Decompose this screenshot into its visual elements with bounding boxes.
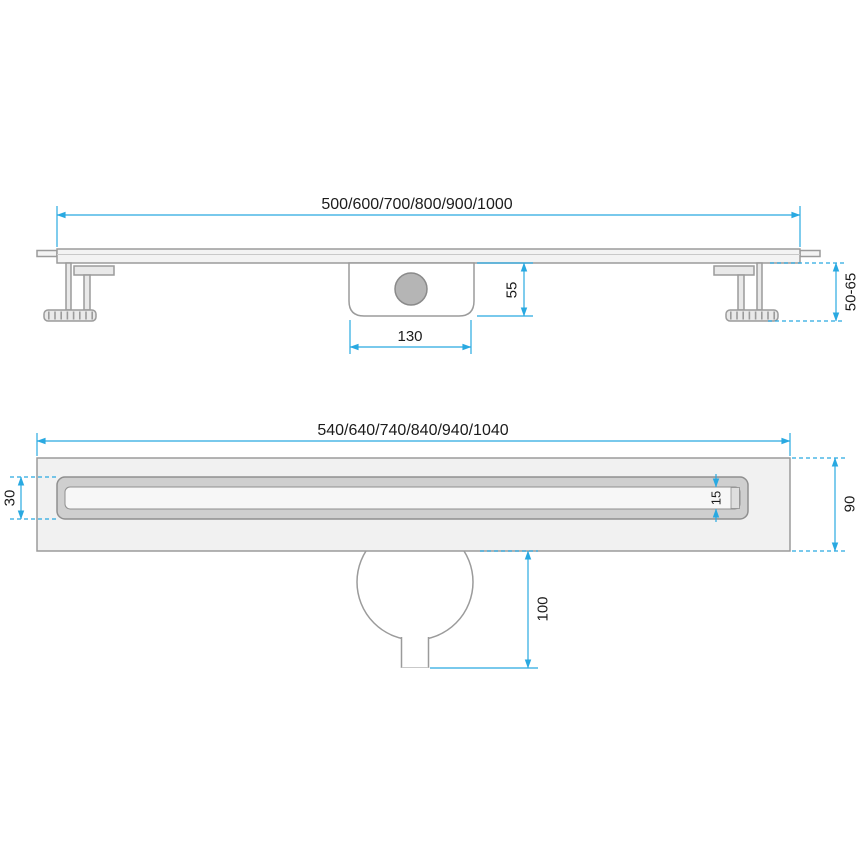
slot-end-piece	[730, 487, 740, 509]
channel-width-label: 30	[1, 490, 18, 507]
outlet-length-label: 100	[534, 596, 551, 621]
right-foot-rod	[756, 262, 763, 311]
left-foot-bracket-arm	[73, 265, 115, 276]
trap-depth-dimension: 55	[477, 262, 533, 317]
channel-bar	[56, 248, 801, 264]
grate	[56, 476, 749, 520]
left-foot	[43, 262, 115, 322]
grate-slot	[64, 486, 741, 510]
outlet-length-dimension: 100	[430, 550, 551, 669]
right-foot	[713, 262, 779, 322]
channel-width-dimension: 30	[1, 476, 56, 520]
body-width-dimension: 90	[792, 457, 858, 552]
trap-depth-label: 55	[503, 282, 520, 299]
slot-width-dimension: 15	[709, 474, 724, 522]
pipe-mask	[402, 633, 428, 667]
side-length-label: 500/600/700/800/900/1000	[321, 196, 512, 213]
slot-width-label: 15	[709, 491, 724, 505]
trap-width-dimension: 130	[349, 320, 472, 354]
leg-height-label: 50-65	[842, 273, 859, 311]
right-foot-pad	[725, 309, 779, 322]
outlet-circle	[394, 272, 428, 306]
trap-box	[348, 262, 475, 317]
top-length-label: 540/640/740/840/940/1040	[317, 422, 508, 439]
left-foot-pad	[43, 309, 97, 322]
left-foot-plate	[83, 274, 91, 311]
right-foot-bracket-arm	[713, 265, 755, 276]
trap-width-label: 130	[397, 328, 422, 345]
side-length-dimension: 500/600/700/800/900/1000	[56, 196, 801, 247]
top-view: 540/640/740/840/940/1040 30	[1, 422, 858, 669]
outlet-pipe	[400, 633, 430, 668]
left-flange-lip	[36, 249, 58, 258]
right-flange-lip	[799, 249, 821, 258]
body-width-label: 90	[841, 496, 858, 513]
side-view: 500/600/700/800/900/1000	[36, 196, 859, 354]
right-foot-plate	[737, 274, 745, 311]
leg-height-dimension: 50-65	[768, 262, 859, 322]
channel-body	[36, 248, 821, 264]
left-foot-rod	[65, 262, 72, 311]
top-length-dimension: 540/640/740/840/940/1040	[36, 422, 791, 456]
